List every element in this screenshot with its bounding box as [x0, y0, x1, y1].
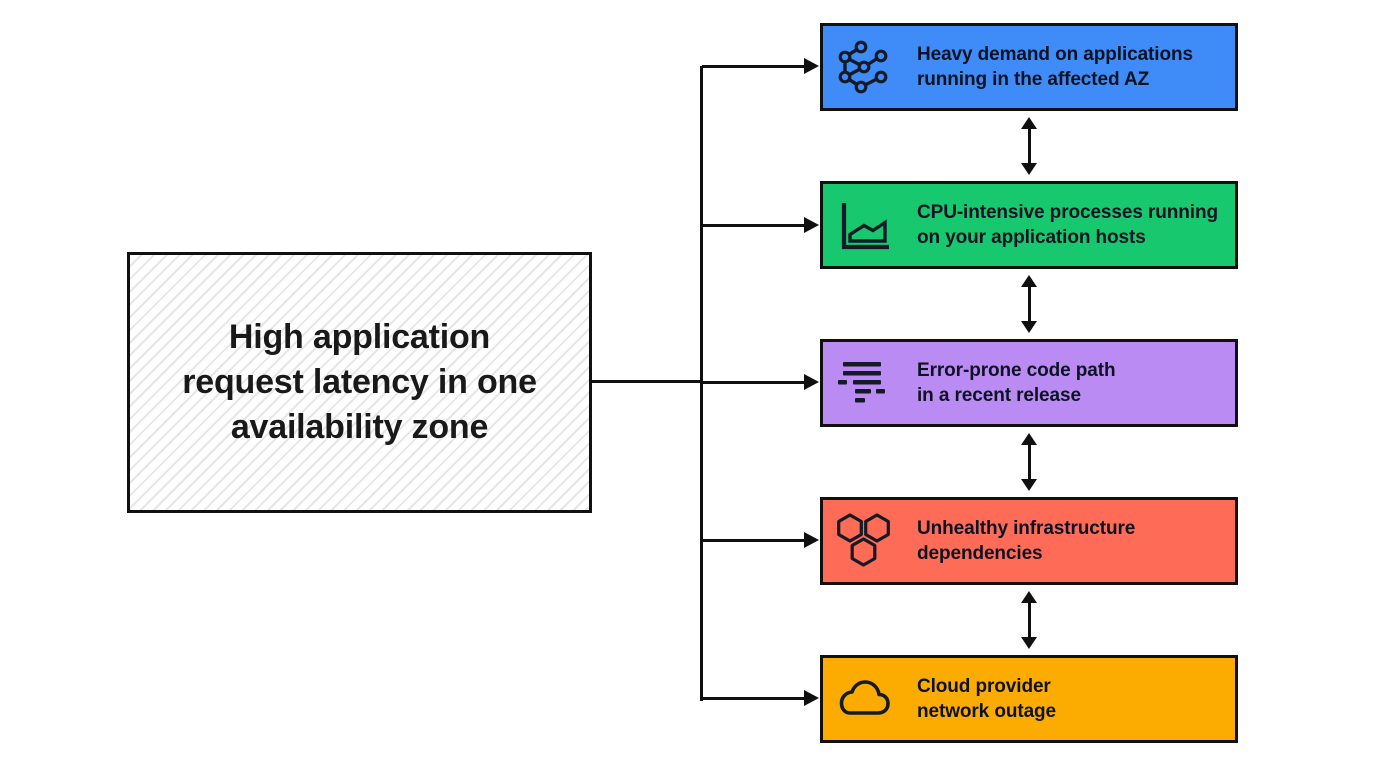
root-symptom-box: High application request latency in one …: [127, 252, 592, 513]
root-label-line: availability zone: [230, 408, 489, 446]
arrow-up-head: [1021, 433, 1037, 445]
cause-label-line: in a recent release: [917, 385, 1081, 406]
cause-label-line: Unhealthy infrastructure: [917, 518, 1136, 539]
arrow-up-head: [1021, 591, 1037, 603]
arrow-shaft: [1027, 603, 1031, 637]
branch-arrow-line-3: [702, 381, 806, 384]
arrow-down-head: [1021, 637, 1037, 649]
cause-label: CPU-intensive processes running on your …: [917, 200, 1218, 250]
cause-box-unhealthy-dependencies: Unhealthy infrastructure dependencies: [820, 497, 1238, 585]
cause-label-line: dependencies: [917, 543, 1043, 564]
cause-label: Cloud provider network outage: [917, 674, 1056, 724]
arrow-head: [804, 58, 819, 74]
branch-arrow-line-2: [702, 224, 806, 227]
connector-trunk-line: [700, 66, 703, 701]
cause-label-line: network outage: [917, 701, 1057, 722]
cause-label-line: CPU-intensive processes running: [917, 202, 1218, 223]
root-label-line: request latency in one: [182, 363, 537, 401]
cause-box-cpu-intensive: CPU-intensive processes running on your …: [820, 181, 1238, 269]
cause-label-line: running in the affected AZ: [917, 69, 1150, 90]
hexagons-icon: [836, 513, 892, 569]
cause-label-line: on your application hosts: [917, 227, 1146, 248]
arrow-head: [804, 217, 819, 233]
area-chart-icon: [836, 197, 892, 253]
branch-arrow-line-5: [702, 697, 806, 700]
cause-label: Heavy demand on applications running in …: [917, 42, 1193, 92]
bidirectional-arrow: [1021, 591, 1037, 649]
cause-label-line: Cloud provider: [917, 676, 1051, 697]
cause-box-heavy-demand: Heavy demand on applications running in …: [820, 23, 1238, 111]
arrow-up-head: [1021, 275, 1037, 287]
connector-stem-line: [590, 380, 703, 383]
arrow-head: [804, 690, 819, 706]
arrow-up-head: [1021, 117, 1037, 129]
arrow-down-head: [1021, 479, 1037, 491]
cause-box-error-prone-code: Error-prone code path in a recent releas…: [820, 339, 1238, 427]
arrow-shaft: [1027, 287, 1031, 321]
bidirectional-arrow: [1021, 275, 1037, 333]
branch-arrow-line-4: [702, 539, 806, 542]
cause-box-cloud-outage: Cloud provider network outage: [820, 655, 1238, 743]
cause-label-line: Heavy demand on applications: [917, 44, 1193, 65]
bidirectional-arrow: [1021, 117, 1037, 175]
branch-arrow-line-1: [702, 65, 806, 68]
log-lines-icon: [836, 355, 892, 411]
cause-label-line: Error-prone code path: [917, 360, 1116, 381]
arrow-head: [804, 374, 819, 390]
network-graph-icon: [836, 39, 892, 95]
root-symptom-label: High application request latency in one …: [182, 315, 537, 450]
cause-label: Error-prone code path in a recent releas…: [917, 358, 1116, 408]
cloud-icon: [836, 671, 892, 727]
arrow-head: [804, 532, 819, 548]
arrow-down-head: [1021, 321, 1037, 333]
root-label-line: High application: [228, 318, 491, 356]
arrow-down-head: [1021, 163, 1037, 175]
bidirectional-arrow: [1021, 433, 1037, 491]
arrow-shaft: [1027, 129, 1031, 163]
arrow-shaft: [1027, 445, 1031, 479]
cause-label: Unhealthy infrastructure dependencies: [917, 516, 1135, 566]
